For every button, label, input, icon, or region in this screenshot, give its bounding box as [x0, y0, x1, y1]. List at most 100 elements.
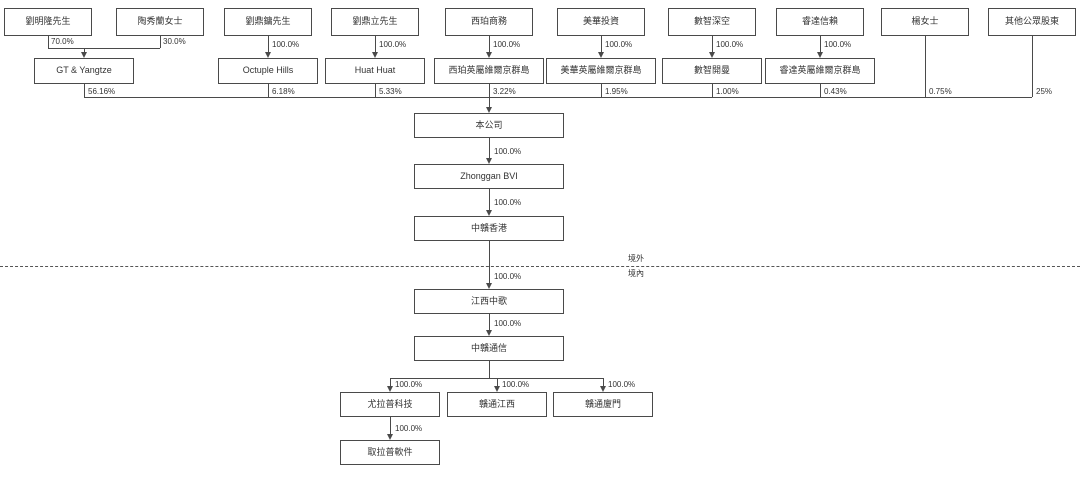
- pct-label: 25%: [1036, 87, 1053, 96]
- connector-line: [601, 36, 602, 52]
- pct-label: 100.0%: [494, 272, 522, 281]
- pct-label: 5.33%: [379, 87, 402, 96]
- node-subsidiary-tech: 尤拉普科技: [340, 392, 440, 417]
- connector-line: [603, 378, 604, 386]
- node-shareholder-liu-dingli: 劉鼎立先生: [331, 8, 419, 36]
- connector-line: [268, 36, 269, 52]
- connector-line: [84, 48, 85, 53]
- pct-label: 70.0%: [51, 37, 74, 46]
- connector-line: [375, 36, 376, 52]
- arrowhead-icon: [600, 386, 606, 392]
- node-shareholder-tao-xiulan: 陶秀蘭女士: [116, 8, 204, 36]
- connector-line: [84, 97, 1032, 98]
- node-shareholder-liu-dingyong: 劉鼎鏞先生: [224, 8, 312, 36]
- connector-line: [48, 48, 160, 49]
- pct-label: 100.0%: [716, 40, 744, 49]
- node-shareholder-liu-minglong: 劉明隆先生: [4, 8, 92, 36]
- node-meihua-bvi: 美華英屬維爾京群島: [546, 58, 656, 84]
- pct-label: 100.0%: [494, 147, 522, 156]
- connector-line: [489, 189, 490, 210]
- node-shareholder-ruida: 睿達信賴: [776, 8, 864, 36]
- pct-label: 100.0%: [824, 40, 852, 49]
- offshore-label: 境外: [628, 254, 644, 263]
- node-shareholder-meihua: 美華投資: [557, 8, 645, 36]
- pct-label: 0.43%: [824, 87, 847, 96]
- arrowhead-icon: [372, 52, 378, 58]
- pct-label: 100.0%: [395, 380, 423, 389]
- pct-label: 100.0%: [494, 319, 522, 328]
- pct-label: 56.16%: [88, 87, 116, 96]
- connector-line: [712, 84, 713, 97]
- arrowhead-icon: [81, 52, 87, 58]
- connector-line: [489, 241, 490, 283]
- node-jiangxi-wfoe: 江西中歌: [414, 289, 564, 314]
- node-gt-yangtze: GT & Yangtze: [34, 58, 134, 84]
- pct-label: 30.0%: [163, 37, 186, 46]
- arrowhead-icon: [817, 52, 823, 58]
- arrowhead-icon: [486, 158, 492, 164]
- connector-line: [925, 36, 926, 97]
- arrowhead-icon: [709, 52, 715, 58]
- connector-line: [390, 378, 391, 386]
- onshore-label: 境內: [628, 269, 644, 278]
- connector-line: [820, 36, 821, 52]
- node-octuple-hills: Octuple Hills: [218, 58, 318, 84]
- connector-line: [84, 84, 85, 97]
- node-shareholder-ms-yang: 楊女士: [881, 8, 969, 36]
- pct-label: 1.95%: [605, 87, 628, 96]
- arrowhead-icon: [265, 52, 271, 58]
- arrowhead-icon: [494, 386, 500, 392]
- connector-line: [489, 138, 490, 158]
- node-subsidiary-software: 取拉普軟件: [340, 440, 440, 465]
- pct-label: 100.0%: [605, 40, 633, 49]
- pct-label: 100.0%: [379, 40, 407, 49]
- node-subsidiary-jiangxi: 贛通江西: [447, 392, 547, 417]
- arrowhead-icon: [486, 283, 492, 289]
- connector-line: [268, 84, 269, 97]
- node-shuzhi-cayman: 數智開曼: [662, 58, 762, 84]
- offshore-onshore-divider: [0, 266, 1080, 267]
- node-shareholder-shuzhi: 數智深空: [668, 8, 756, 36]
- pct-label: 1.00%: [716, 87, 739, 96]
- node-xipo-bvi: 西珀英屬維爾京群島: [434, 58, 544, 84]
- node-zhonggan-bvi: Zhonggan BVI: [414, 164, 564, 189]
- connector-line: [601, 84, 602, 97]
- connector-line: [390, 417, 391, 434]
- pct-label: 6.18%: [272, 87, 295, 96]
- arrowhead-icon: [486, 210, 492, 216]
- pct-label: 100.0%: [493, 40, 521, 49]
- arrowhead-icon: [387, 434, 393, 440]
- arrowhead-icon: [486, 330, 492, 336]
- arrowhead-icon: [387, 386, 393, 392]
- arrowhead-icon: [598, 52, 604, 58]
- node-ruida-bvi: 睿達英屬維爾京群島: [765, 58, 875, 84]
- node-zhonggan-communication: 中贛通信: [414, 336, 564, 361]
- connector-line: [820, 84, 821, 97]
- connector-line: [497, 378, 498, 386]
- connector-line: [489, 97, 490, 107]
- pct-label: 100.0%: [502, 380, 530, 389]
- node-shareholder-public: 其他公眾股東: [988, 8, 1076, 36]
- node-zhonggan-hk: 中贛香港: [414, 216, 564, 241]
- connector-line: [712, 36, 713, 52]
- node-the-company: 本公司: [414, 113, 564, 138]
- node-huat-huat: Huat Huat: [325, 58, 425, 84]
- connector-line: [160, 36, 161, 48]
- node-subsidiary-xiamen: 贛通廈門: [553, 392, 653, 417]
- pct-label: 0.75%: [929, 87, 952, 96]
- connector-line: [489, 361, 490, 378]
- pct-label: 100.0%: [395, 424, 423, 433]
- connector-line: [489, 84, 490, 97]
- pct-label: 3.22%: [493, 87, 516, 96]
- connector-line: [489, 314, 490, 330]
- pct-label: 100.0%: [608, 380, 636, 389]
- connector-line: [48, 36, 49, 48]
- arrowhead-icon: [486, 52, 492, 58]
- connector-line: [1032, 36, 1033, 97]
- connector-line: [375, 84, 376, 97]
- connector-line: [489, 36, 490, 52]
- connector-line: [390, 378, 603, 379]
- node-shareholder-xipo: 西珀商務: [445, 8, 533, 36]
- arrowhead-icon: [486, 107, 492, 113]
